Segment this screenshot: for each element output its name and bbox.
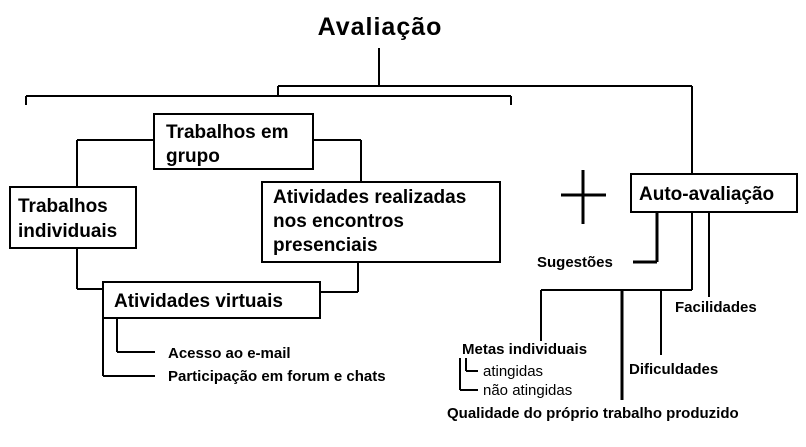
- svg-text:presenciais: presenciais: [273, 235, 378, 256]
- label-nao-atingidas: não atingidas: [483, 382, 572, 399]
- svg-text:Atividades realizadas: Atividades realizadas: [273, 187, 466, 208]
- label-acesso-email: Acesso ao e-mail: [168, 345, 291, 362]
- box-atividades-encontros: Atividades realizadas nos encontros pres…: [261, 181, 501, 263]
- plus-sign-icon: [561, 170, 606, 224]
- label-metas-individuais: Metas individuais: [462, 341, 587, 358]
- cycle-connectors: [76, 139, 362, 293]
- top-connectors: [25, 48, 693, 174]
- box-trabalhos-grupo: Trabalhos em grupo: [153, 113, 314, 170]
- svg-text:Atividades virtuais: Atividades virtuais: [114, 291, 283, 312]
- diagram-title: Avaliação: [318, 13, 443, 41]
- metas-connectors: [459, 358, 478, 391]
- svg-text:nos encontros: nos encontros: [273, 211, 404, 232]
- label-dificuldades: Dificuldades: [629, 361, 718, 378]
- label-atingidas: atingidas: [483, 363, 543, 380]
- box-trabalhos-individuais: Trabalhos individuais: [9, 186, 137, 249]
- label-qualidade: Qualidade do próprio trabalho produzido: [447, 405, 739, 422]
- label-facilidades: Facilidades: [675, 299, 757, 316]
- svg-text:individuais: individuais: [18, 221, 117, 242]
- label-participacao: Participação em forum e chats: [168, 368, 386, 385]
- svg-text:grupo: grupo: [166, 146, 220, 167]
- self-eval-connectors: [540, 212, 710, 400]
- svg-text:Auto-avaliação: Auto-avaliação: [639, 184, 774, 205]
- virtual-connectors: [102, 318, 155, 377]
- label-sugestoes: Sugestões: [537, 254, 613, 271]
- box-auto-avaliacao: Auto-avaliação: [630, 173, 798, 213]
- svg-text:Trabalhos: Trabalhos: [18, 196, 108, 217]
- svg-text:Trabalhos em: Trabalhos em: [166, 122, 289, 143]
- box-atividades-virtuais: Atividades virtuais: [102, 281, 321, 319]
